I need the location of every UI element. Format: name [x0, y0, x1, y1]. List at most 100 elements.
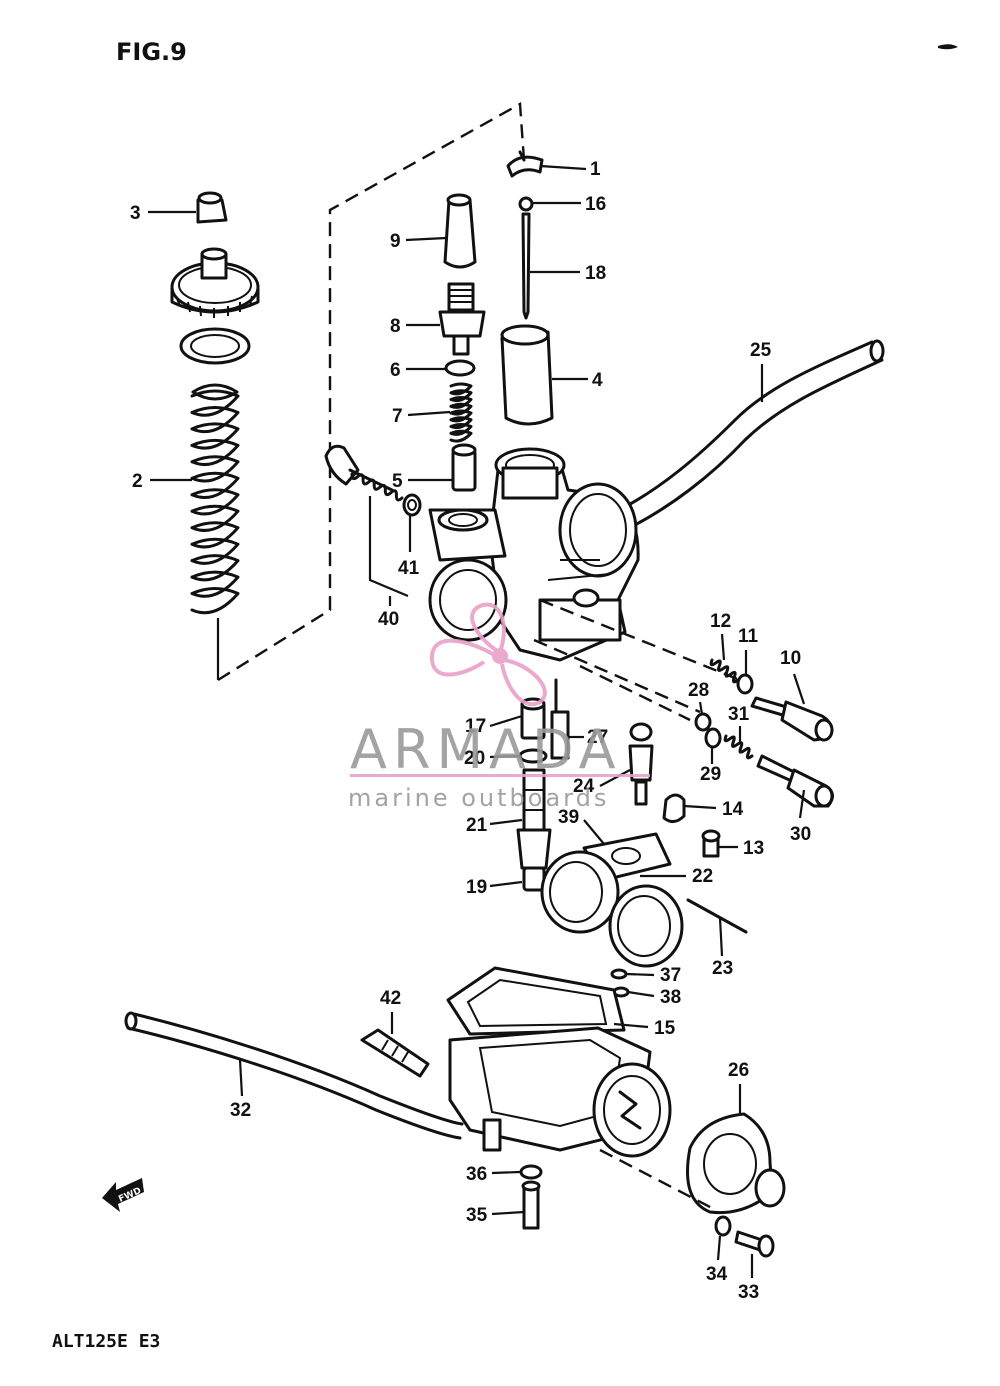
- callout-layer: 1234567891011121314151617181920212223242…: [130, 159, 811, 1303]
- callout-number-12: 12: [710, 611, 731, 632]
- drain-screw-part: [360, 1028, 430, 1078]
- leader-line-10: [792, 673, 806, 705]
- plunger-part: [451, 443, 477, 492]
- carburetor-body-part: [428, 447, 640, 662]
- float-screw-part: [701, 829, 721, 858]
- callout-number-9: 9: [390, 231, 401, 252]
- callout-number-34: 34: [706, 1264, 728, 1285]
- washer-34-part: [714, 1215, 732, 1237]
- washer-29-part: [704, 727, 722, 749]
- leader-line-15: [613, 1022, 649, 1029]
- callout-number-39: 39: [558, 807, 579, 828]
- callout-number-14: 14: [722, 799, 744, 820]
- callout-number-11: 11: [738, 626, 759, 647]
- leader-line-19: [489, 880, 523, 888]
- o-ring-28-part: [694, 712, 712, 732]
- throttle-stop-screw-part: [750, 696, 834, 742]
- watermark-logo-icon: [429, 602, 547, 707]
- float-assembly-part: [540, 832, 748, 968]
- small-spring-part: [449, 382, 473, 443]
- leader-line-35: [491, 1210, 525, 1216]
- main-jet-part: [550, 678, 570, 760]
- callout-number-24: 24: [573, 776, 595, 797]
- callout-number-28: 28: [688, 680, 709, 701]
- corner-mark: [938, 44, 958, 50]
- callout-number-40: 40: [378, 609, 399, 630]
- callout-number-7: 7: [392, 406, 403, 427]
- callout-number-35: 35: [466, 1205, 488, 1226]
- pilot-screw-part: [324, 444, 422, 517]
- callout-number-42: 42: [380, 988, 401, 1009]
- callout-number-15: 15: [654, 1018, 676, 1039]
- callout-number-20: 20: [464, 748, 485, 769]
- leader-line-34: [716, 1235, 722, 1261]
- drain-hose-part: [124, 1011, 464, 1140]
- callout-number-26: 26: [728, 1060, 749, 1081]
- leader-line-32: [238, 1059, 244, 1097]
- cap-nut-part: [196, 191, 228, 224]
- leader-line-38: [627, 990, 655, 998]
- callout-number-8: 8: [390, 316, 401, 337]
- washer-11-part: [736, 673, 754, 695]
- forward-arrow-icon: FWD: [102, 1178, 144, 1212]
- top-cap-part: [170, 247, 260, 318]
- callout-number-31: 31: [728, 704, 750, 725]
- rubber-cap-part: [443, 193, 477, 269]
- leader-line-23: [718, 917, 724, 957]
- watermark: ARMADA marine outboards: [348, 602, 650, 812]
- bracket-40: [368, 496, 409, 598]
- callout-number-30: 30: [790, 824, 811, 845]
- callout-number-32: 32: [230, 1100, 251, 1121]
- leader-line-21: [489, 818, 523, 826]
- watermark-tagline: marine outboards: [348, 784, 609, 812]
- o-ring-part: [444, 359, 476, 377]
- float-clip-part: [662, 793, 686, 823]
- vent-hose-part: [613, 339, 885, 532]
- cover-screw-33-part: [734, 1230, 775, 1258]
- leader-line-28: [698, 701, 704, 715]
- callout-number-23: 23: [712, 958, 733, 979]
- bowl-screw-35-part: [521, 1180, 541, 1230]
- callout-number-38: 38: [660, 987, 681, 1008]
- leader-line-17: [489, 714, 523, 728]
- callout-number-16: 16: [585, 194, 606, 215]
- leader-line-1: [539, 164, 587, 171]
- assembly-guide-line-2: [533, 638, 701, 714]
- watermark-divider: [350, 774, 650, 777]
- leader-line-14: [683, 804, 717, 810]
- jet-needle-part: [521, 212, 531, 320]
- leader-line-7: [407, 410, 451, 417]
- callout-number-6: 6: [390, 360, 401, 381]
- e-clip-part: [518, 196, 534, 212]
- leader-line-12: [720, 633, 726, 661]
- assembly-bracket: [216, 102, 526, 682]
- callout-number-13: 13: [743, 838, 764, 859]
- callout-number-18: 18: [585, 263, 606, 284]
- throttle-valve-part: [500, 324, 554, 426]
- callout-number-25: 25: [750, 340, 772, 361]
- callout-number-27: 27: [587, 727, 608, 748]
- leader-line-9: [405, 236, 447, 242]
- chamber-cover-part: [686, 1112, 786, 1215]
- callout-number-4: 4: [592, 370, 603, 391]
- callout-number-19: 19: [466, 877, 487, 898]
- assembly-guide-line-3: [539, 598, 741, 682]
- figure-title: FIG.9: [116, 38, 187, 66]
- o-ring-37-part: [610, 968, 628, 980]
- callout-number-37: 37: [660, 965, 681, 986]
- air-screw-spring-part: [723, 734, 754, 760]
- callout-number-41: 41: [398, 558, 420, 579]
- callout-number-17: 17: [465, 716, 486, 737]
- callout-number-5: 5: [392, 471, 403, 492]
- leader-line-24: [599, 769, 631, 787]
- needle-clip-part: [506, 150, 544, 178]
- callout-number-21: 21: [466, 815, 488, 836]
- air-screw-part: [756, 754, 834, 808]
- leader-line-39: [583, 819, 605, 845]
- callout-number-22: 22: [692, 866, 713, 887]
- callout-number-1: 1: [590, 159, 601, 180]
- throttle-stop-spring-part: [709, 658, 740, 684]
- assembly-guide-line-4: [579, 664, 691, 722]
